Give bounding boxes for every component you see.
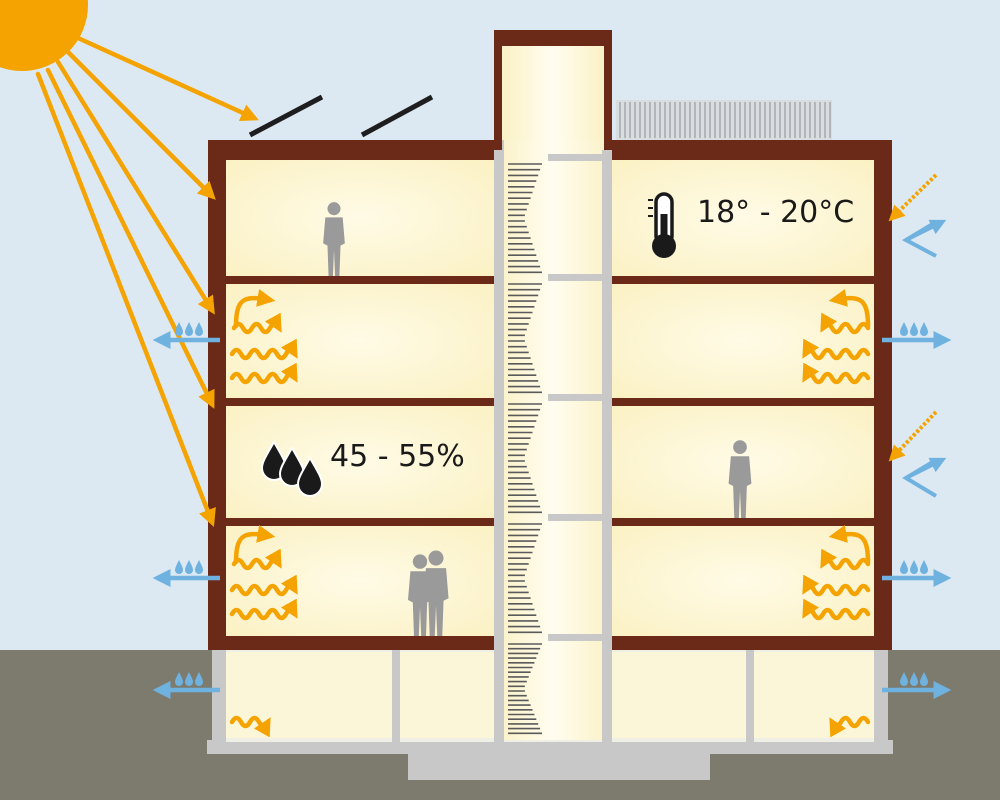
warm-air-arrow (820, 312, 871, 335)
warm-air-arrow (802, 574, 871, 597)
warm-air-arrow (229, 574, 298, 597)
person-icon (728, 440, 752, 518)
floor-slabs (226, 276, 874, 648)
droplet-icon (185, 672, 193, 686)
incoming-light-right (888, 173, 947, 498)
droplet-icon (195, 672, 203, 686)
droplet-icon (920, 322, 928, 336)
droplets-icon (260, 439, 324, 497)
droplet-icon (910, 322, 918, 336)
thermometer-icon (648, 192, 676, 258)
basement (212, 648, 888, 742)
warm-air-arrow (231, 548, 282, 571)
warm-air-curl-arrow (233, 289, 276, 329)
droplet-icon (920, 672, 928, 686)
droplet-icon (195, 560, 203, 574)
droplet-icon (910, 672, 918, 686)
droplet-icon (175, 322, 183, 336)
warm-air-arrow (229, 362, 298, 385)
foundation-slab (207, 740, 893, 754)
sun-icon (0, 0, 88, 71)
warm-air-arrow (802, 598, 871, 621)
staircase (508, 163, 542, 735)
warm-air-arrow (802, 338, 871, 361)
foundation-footing (408, 752, 710, 780)
warm-air-curl-arrow (828, 525, 871, 565)
moisture-outflows (152, 322, 952, 699)
droplet-icon (185, 560, 193, 574)
warm-air-arrow (229, 338, 298, 361)
droplet-icon (900, 322, 908, 336)
roof-radiator-icon (616, 100, 832, 140)
temperature-label: 18° - 20°C (697, 195, 854, 230)
droplet-icon (900, 672, 908, 686)
warm-air-arrow (829, 715, 871, 738)
droplet-icon (920, 560, 928, 574)
warm-air-flows (229, 289, 871, 738)
droplet-icon (175, 672, 183, 686)
sun-rays (35, 35, 259, 528)
droplet-icon (910, 560, 918, 574)
people (323, 202, 752, 636)
warm-air-arrow (820, 548, 871, 571)
solar-panel-icon (248, 94, 434, 138)
droplet-icon (195, 322, 203, 336)
stair-landings (548, 154, 604, 641)
warm-air-arrow (231, 312, 282, 335)
warm-air-arrow (802, 362, 871, 385)
warm-air-arrow (229, 598, 298, 621)
warm-air-arrow (229, 715, 271, 738)
warm-air-curl-arrow (828, 289, 871, 329)
person-icon (323, 202, 345, 276)
person-icon (423, 550, 449, 636)
warm-air-curl-arrow (233, 525, 276, 565)
droplet-icon (900, 560, 908, 574)
humidity-label: 45 - 55% (330, 439, 465, 474)
droplet-icon (175, 560, 183, 574)
droplet-icon (185, 322, 193, 336)
